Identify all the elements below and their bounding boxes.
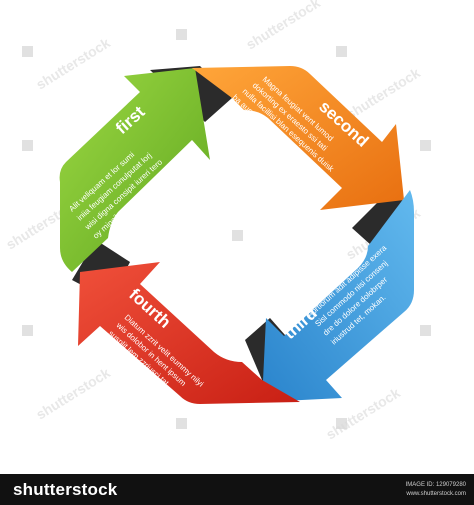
arrow-second [192, 66, 404, 210]
watermark-text: shutterstock [343, 64, 423, 122]
watermark-text: shutterstock [243, 0, 323, 53]
step-first: first Alit veliquam et lor sumi iniia fe… [59, 68, 210, 272]
watermark-square-icon [420, 140, 431, 151]
watermark-square-icon [22, 140, 33, 151]
watermark-square-icon [176, 418, 187, 429]
watermark-square-icon [336, 46, 347, 57]
footer-image-id: IMAGE ID: 129079280 [405, 482, 466, 488]
watermark-square-icon [22, 46, 33, 57]
stock-footer: shutterstock IMAGE ID: 129079280 www.shu… [0, 474, 474, 505]
arrow-first [59, 68, 210, 272]
footer-site-url: www.shutterstock.com [406, 491, 466, 497]
watermark-text: shutterstock [33, 364, 113, 422]
step-second: second Magna feugiat vent lumod dokortin… [192, 66, 404, 210]
cycle-diagram: shutterstock shutterstock shutterstock s… [3, 0, 431, 443]
watermark-square-icon [420, 325, 431, 336]
watermark-square-icon [176, 29, 187, 40]
watermark-square-icon [336, 418, 347, 429]
watermark-square-icon [232, 230, 243, 241]
watermark-text: shutterstock [33, 34, 113, 92]
step-third: third Aortiorum adit adipisse exera Sisl… [262, 190, 414, 402]
arrow-fourth [78, 262, 300, 404]
arrow-third [262, 190, 414, 402]
footer-brand-logo: shutterstock [13, 480, 118, 499]
watermark-square-icon [22, 325, 33, 336]
